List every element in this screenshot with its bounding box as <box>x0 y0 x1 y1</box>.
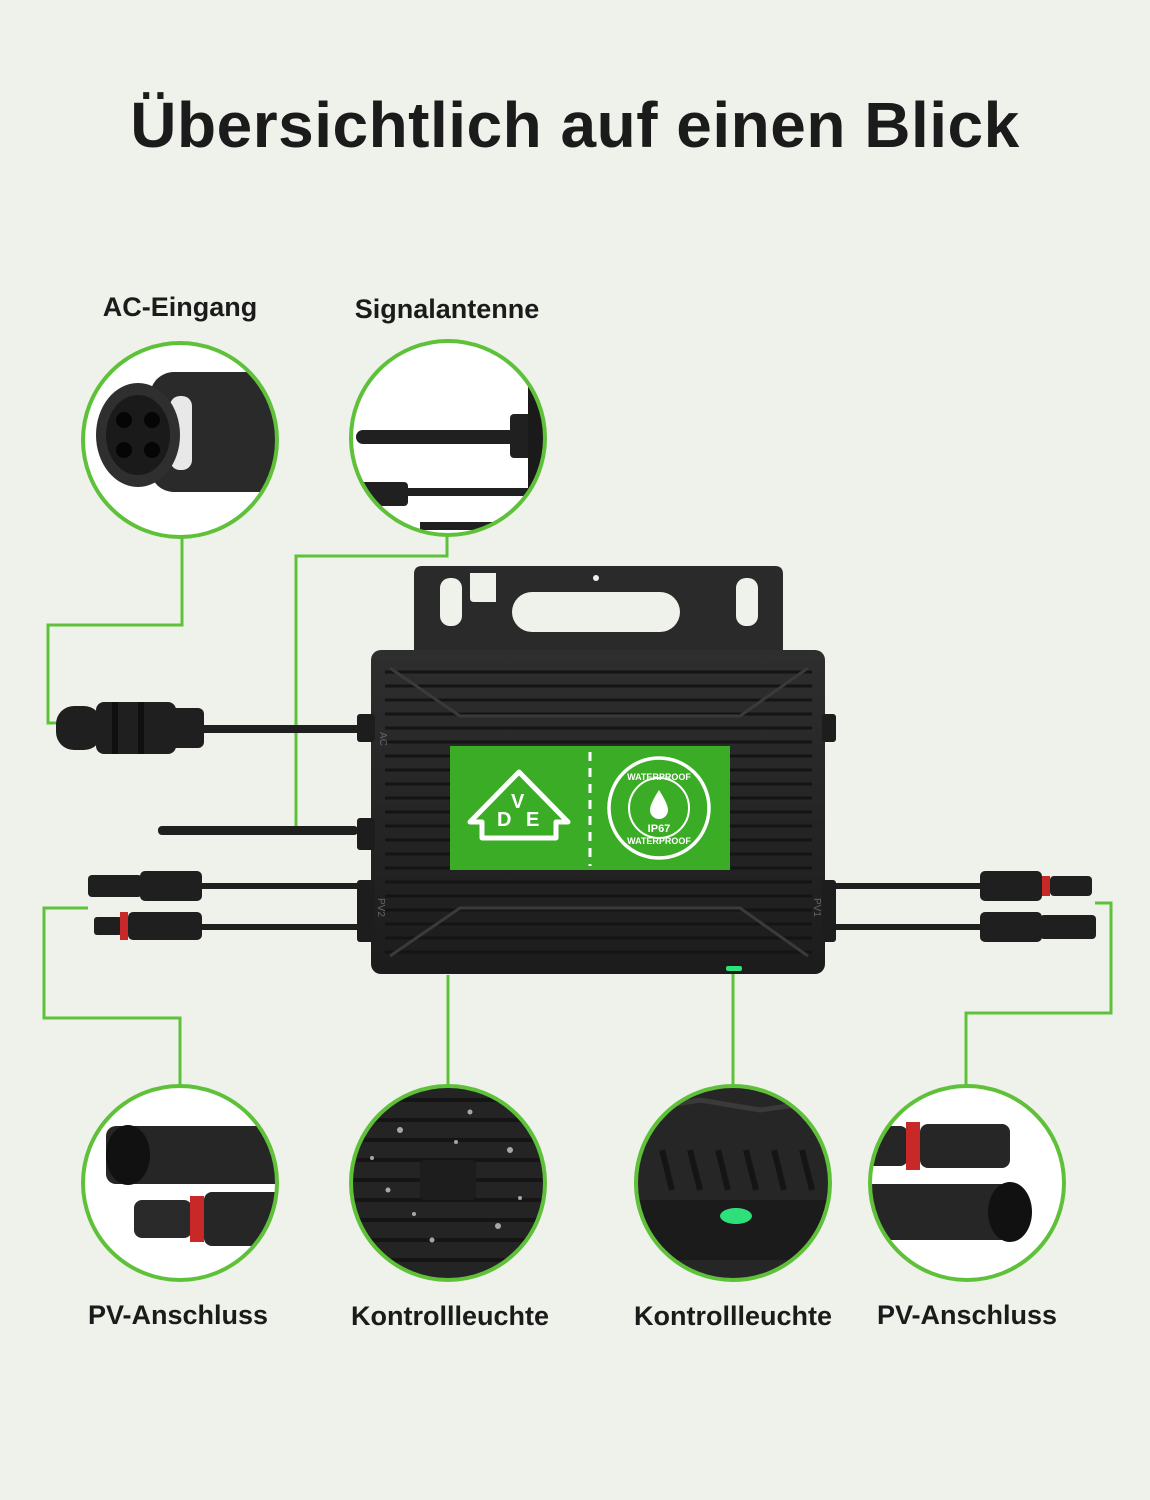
cables <box>56 702 1096 942</box>
callout-line-pv-right <box>964 901 1113 1086</box>
pv-connector-left-1 <box>88 871 202 901</box>
port-label-pv2: PV2 <box>375 898 386 917</box>
pv-connector-left-2 <box>94 912 202 940</box>
ac-plug <box>56 702 204 754</box>
label-indicator-right: Kontrollleuchte <box>633 1301 833 1331</box>
indicator-glow <box>720 1208 752 1224</box>
detail-circle-housing <box>349 1084 547 1282</box>
cert-letter-v: V <box>511 791 525 813</box>
label-ac-input: AC-Eingang <box>102 292 258 322</box>
status-led <box>726 966 742 971</box>
waterproof-seal: WATERPROOF WATERPROOF IP67 <box>607 756 711 860</box>
waterproof-top-text: WATERPROOF <box>627 772 691 782</box>
pv2-port-block <box>357 880 375 942</box>
pv1-port-block <box>822 880 836 942</box>
callout-line-antenna <box>294 535 449 826</box>
antenna-port-block <box>357 818 375 850</box>
antenna-rod <box>158 826 358 835</box>
waterproof-bottom-text: WATERPROOF <box>627 836 691 846</box>
callout-line-ac <box>46 537 184 725</box>
pv-connector-right-2 <box>980 912 1096 942</box>
ip-rating: IP67 <box>648 823 671 835</box>
label-pv-connector-left: PV-Anschluss <box>87 1300 269 1330</box>
label-indicator-left: Kontrollleuchte <box>350 1301 550 1331</box>
label-signal-antenna: Signalantenne <box>354 294 540 324</box>
cert-letter-e: E <box>526 809 539 831</box>
page-title: Übersichtlich auf einen Blick <box>130 89 1020 161</box>
ac-port-block <box>357 714 375 742</box>
port-label-ac: AC <box>377 732 388 746</box>
detail-circle-ac-input <box>81 341 279 539</box>
inverter-device: AC PV2 PV1 D V E WATERPROOF WATERPROOF I… <box>357 566 836 974</box>
detail-circle-indicator-led <box>634 1084 832 1282</box>
port-label-pv1: PV1 <box>811 898 822 917</box>
right-ac-block <box>822 714 836 742</box>
label-pv-connector-right: PV-Anschluss <box>876 1300 1058 1330</box>
detail-circle-pv-left <box>81 1084 279 1282</box>
bracket-handle-slot <box>512 592 680 632</box>
body-ridges <box>389 666 809 958</box>
detail-circle-pv-right <box>868 1084 1066 1282</box>
callout-line-pv-left <box>42 906 182 1086</box>
detail-circle-antenna <box>349 339 547 537</box>
water-drop-icon <box>650 790 668 819</box>
pv-connector-right-1 <box>980 871 1092 901</box>
cert-letter-d: D <box>497 809 511 831</box>
callout-lines <box>42 535 1113 1086</box>
vde-mark: D V E <box>467 769 571 841</box>
